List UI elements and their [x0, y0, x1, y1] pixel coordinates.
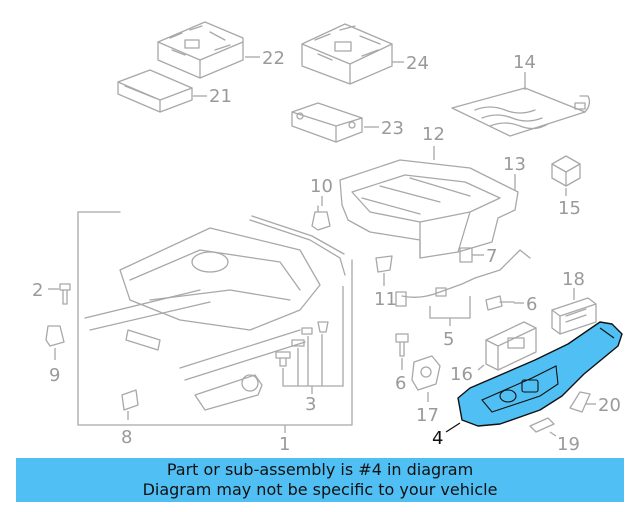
part-6-screw-upper: [485, 295, 515, 311]
part-22-control-module: [157, 21, 244, 79]
callout-7: 7: [486, 246, 497, 267]
callout-2: 2: [32, 280, 43, 301]
callout-24: 24: [406, 53, 429, 74]
part-15-connector: [551, 155, 581, 187]
callout-8: 8: [121, 427, 132, 448]
part-16-motor-module: [485, 321, 537, 371]
parts-diagram: 22 21 24 23 14 12 13: [32, 21, 623, 455]
banner-line-2: Diagram may not be specific to your vehi…: [142, 480, 498, 499]
leader-19: [549, 431, 557, 437]
part-14-heater-pad: [451, 87, 591, 137]
part-23-bracket: [291, 102, 363, 143]
callout-5: 5: [443, 329, 454, 350]
callout-9: 9: [49, 365, 60, 386]
part-6-screw-lower: [395, 333, 409, 357]
info-banner: Part or sub-assembly is #4 in diagram Di…: [16, 458, 624, 502]
part-24-control-module: [301, 23, 393, 85]
callout-21: 21: [209, 86, 232, 107]
part-19-knob: [529, 417, 555, 433]
leader-16: [477, 364, 485, 371]
callout-16: 16: [450, 364, 473, 385]
callout-23: 23: [381, 118, 404, 139]
callout-1: 1: [279, 434, 290, 455]
callout-3: 3: [305, 394, 316, 415]
callout-17: 17: [416, 405, 439, 426]
callout-12: 12: [422, 124, 445, 145]
part-11-clip: [375, 255, 393, 273]
callout-22: 22: [262, 48, 285, 69]
part-21-module-box: [117, 69, 193, 113]
part-8-cap: [121, 389, 139, 411]
callout-14: 14: [513, 52, 536, 73]
callout-6b: 6: [395, 373, 406, 394]
callout-18: 18: [562, 269, 585, 290]
part-2-bolt: [59, 283, 71, 305]
callout-13: 13: [503, 154, 526, 175]
callout-19: 19: [557, 434, 580, 455]
part-5-wiring-harness: [395, 249, 531, 326]
callout-10: 10: [310, 176, 333, 197]
callout-6a: 6: [526, 294, 537, 315]
callout-20: 20: [598, 395, 621, 416]
leader-4: [445, 422, 461, 433]
part-1-seat-frame: [77, 211, 353, 426]
part-12-13-seat-cushion: [339, 159, 519, 259]
part-17-switch: [411, 355, 441, 391]
callout-15: 15: [558, 198, 581, 219]
callout-4: 4: [432, 428, 443, 449]
part-10-clip: [311, 205, 331, 231]
callout-11: 11: [374, 289, 397, 310]
part-18-switch-panel: [551, 297, 597, 335]
part-4-side-cover: [457, 321, 623, 427]
part-3-clips: [275, 286, 344, 394]
part-7-clip: [459, 247, 473, 263]
part-9-bracket: [45, 325, 65, 347]
part-20-cap: [569, 391, 591, 413]
banner-line-1: Part or sub-assembly is #4 in diagram: [166, 460, 474, 479]
